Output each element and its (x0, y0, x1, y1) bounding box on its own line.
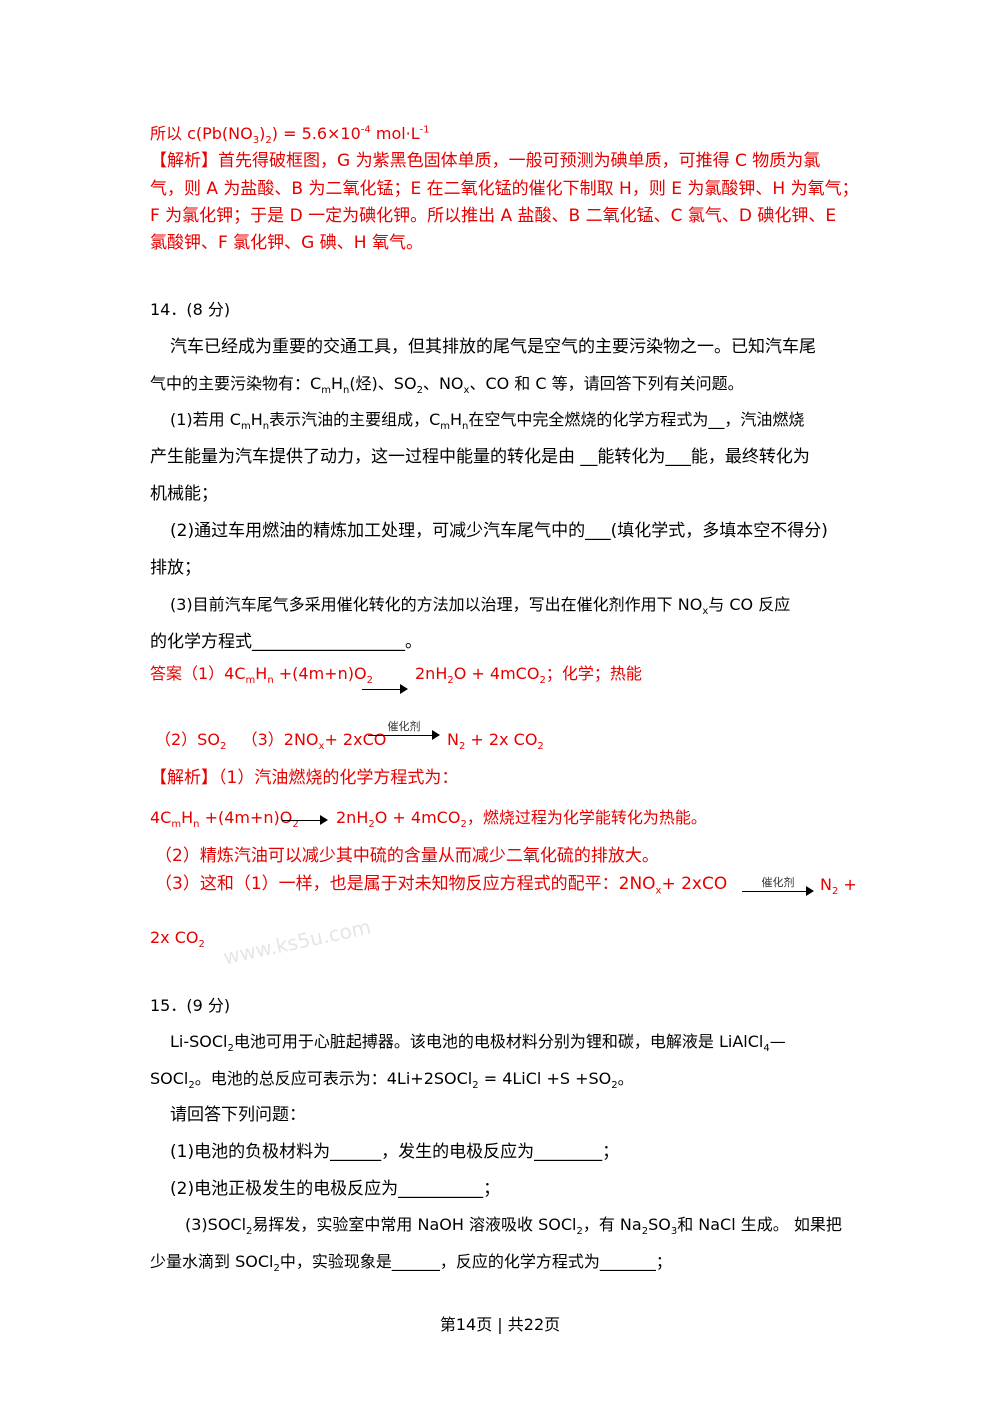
question-14-number: 14．(8 分) (150, 300, 231, 319)
q14-part3-line-1: (3)目前汽车尾气多采用催化转化的方法加以治理，写出在催化剂作用下 NOx与 C… (170, 595, 791, 618)
q14-part1-line-1: (1)若用 CmHn表示汽油的主要组成，CmHn在空气中完全燃烧的化学方程式为_… (170, 410, 805, 433)
q14-analysis-head: 【解析】（1）汽油燃烧的化学方程式为： (150, 768, 459, 788)
q15-part3-line-2: 少量水滴到 SOCl2中，实验现象是______，反应的化学方程式为______… (150, 1252, 672, 1275)
q14-part3-line-2: 的化学方程式__________________。 (150, 632, 422, 652)
q14-answer-left: 答案（1）4CmHn +(4m+n)O2 (150, 664, 373, 687)
q14-analysis-3-cont: 2x CO2 (150, 928, 205, 951)
q15-intro-line-2: SOCl2。电池的总反应可表示为：4Li+2SOCl2 = 4LiCl +S +… (150, 1069, 634, 1092)
catalyst-arrow-2: 催化剂 (742, 876, 814, 896)
q14-part2-line-1: (2)通过车用燃油的精炼加工处理，可减少汽车尾气中的___(填化学式，多填本空不… (170, 521, 828, 541)
analysis-line-3: F 为氯化钾；于是 D 一定为碘化钾。所以推出 A 盐酸、B 二氧化锰、C 氯气… (150, 206, 837, 226)
q14-analysis-2: （2）精炼汽油可以减少其中硫的含量从而减少二氧化硫的排放大。 (155, 846, 659, 866)
question-15-number: 15．(9 分) (150, 996, 231, 1015)
q15-intro-line-1: Li-SOCl2电池可用于心脏起搏器。该电池的电极材料分别为锂和碳，电解液是 L… (170, 1032, 786, 1055)
q14-intro-line-1: 汽车已经成为重要的交通工具，但其排放的尾气是空气的主要污染物之一。已知汽车尾 (170, 337, 816, 357)
q14-part1-line-2: 产生能量为汽车提供了动力，这一过程中能量的转化是由 __能转化为___能，最终转… (150, 447, 810, 467)
watermark: www.ks5u.com (221, 914, 373, 970)
q14-analysis-eq-left: 4CmHn +(4m+n)O2 (150, 808, 299, 831)
analysis-line-2: 气，则 A 为盐酸、B 为二氧化锰；E 在二氧化锰的催化下制取 H，则 E 为氯… (150, 179, 859, 199)
q14-answer-3-products: N2 + 2x CO2 (447, 730, 544, 753)
q14-answer-2-3: （2）SO2 （3）2NOx+ 2xCO (155, 730, 387, 753)
q15-part3-line-1: (3)SOCl2易挥发，实验室中常用 NaOH 溶液吸收 SOCl2，有 Na2… (185, 1215, 842, 1238)
q14-part2-line-2: 排放； (150, 558, 201, 578)
q15-ask: 请回答下列问题： (170, 1105, 306, 1125)
q15-part2: (2)电池正极发生的电极反应为__________； (170, 1179, 501, 1199)
q14-analysis-eq-right: 2nH2O + 4mCO2，燃烧过程为化学能转化为热能。 (336, 808, 707, 831)
answer-arrow (362, 680, 408, 694)
q14-intro-line-2: 气中的主要污染物有：CmHn(烃)、SO2、NOx、CO 和 C 等，请回答下列… (150, 374, 744, 397)
q14-answer-right: 2nH2O + 4mCO2；化学；热能 (415, 664, 642, 687)
analysis-line-1: 【解析】首先得破框图，G 为紫黑色固体单质，一般可预测为碘单质，可推得 C 物质… (150, 151, 821, 171)
q14-analysis-3: （3）这和（1）一样，也是属于对未知物反应方程式的配平：2NOx+ 2xCO (155, 874, 728, 897)
q14-analysis-3-products: N2 + (820, 875, 857, 898)
q15-part1: (1)电池的负极材料为______，发生的电极反应为________； (170, 1142, 620, 1162)
analysis-line-4: 氯酸钾、F 氯化钾、G 碘、H 氧气。 (150, 233, 423, 253)
q14-part1-line-3: 机械能； (150, 484, 218, 504)
page-footer: 第14页 | 共22页 (439, 1315, 561, 1334)
catalyst-arrow-1: 催化剂 (368, 720, 440, 740)
analysis-arrow (282, 811, 328, 825)
concentration-line: 所以 c(Pb(NOn3)2) = 5.6×10-4 mol·L-1 (150, 124, 430, 147)
